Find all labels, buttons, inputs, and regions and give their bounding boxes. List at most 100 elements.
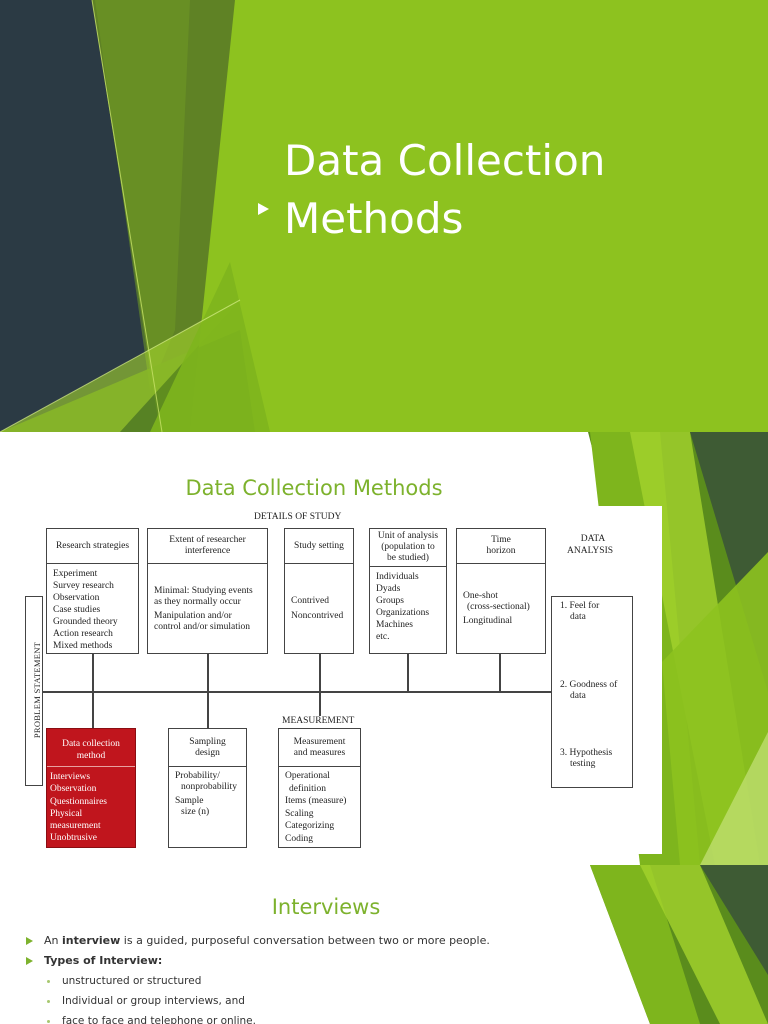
data-collection-method-list: Interviews Observation Questionnaires Ph… [47,767,135,845]
list-item: data [560,691,630,702]
list-item: Contrived [291,594,351,609]
header-line: horizon [486,546,515,557]
list-item: testing [560,759,630,770]
header-line: interference [185,546,230,557]
list-item: Individuals [376,571,444,583]
header-line: Sampling [189,737,225,748]
sub-bullet-text: Individual or group interviews, and [62,995,245,1007]
sampling-design-box: Sampling design Probability/ nonprobabil… [168,728,247,848]
bullet-text: An [44,934,62,947]
list-item: data [560,612,630,623]
header-line: design [195,748,220,759]
list-item: 3. Hypothesis [560,748,630,759]
interviews-body: An interview is a guided, purposeful con… [26,931,490,1024]
unit-of-analysis-list: Individuals Dyads Groups Organizations M… [376,571,444,643]
sub-bullet-item: Individual or group interviews, and [26,991,490,1011]
connector [92,692,94,728]
title-slide: Data Collection Methods [0,0,768,432]
list-item: Survey research [53,580,136,592]
header-line: Extent of researcher [169,535,245,546]
header-line: Data collection [62,739,120,749]
time-horizon-list: One-shot (cross-sectional) Longitudinal [463,591,543,627]
details-of-study-label: DETAILS OF STUDY [254,512,341,523]
list-item: Experiment [53,568,136,580]
list-item: (cross-sectional) [463,602,543,613]
interviews-title: Interviews [0,895,652,919]
sampling-design-list: Probability/ nonprobability Sample size … [175,771,244,818]
sub-bullet-item: face to face and telephone or online. [26,1011,490,1024]
list-item: as they normally occur [154,597,265,608]
bullet-dot-icon [47,1020,50,1023]
list-item: Machines [376,619,444,631]
data-collection-method-box: Data collection method Interviews Observ… [46,728,136,848]
header-line: Time [491,535,511,546]
research-design-figure: DETAILS OF STUDY PROBLEM STATEMENT Resea… [8,506,662,854]
slide-title-line2: Methods [284,190,744,248]
header-line: Measurement [294,737,346,748]
data-analysis-label-line2: ANALYSIS [567,546,613,557]
research-strategies-header: Research strategies [47,529,138,564]
sub-bullet-text: unstructured or structured [62,975,201,987]
list-item: Grounded theory [53,616,136,628]
list-item: definition [285,783,358,796]
researcher-interference-box: Extent of researcher interference Minima… [147,528,268,654]
list-item: Categorizing [285,820,358,833]
list-item: Groups [376,595,444,607]
list-item: Probability/ [175,771,244,782]
data-analysis-list: 1. Feel for data 2. Goodness of data 3. … [560,601,630,770]
list-item: Case studies [53,604,136,616]
interviews-slide: Interviews An interview is a guided, pur… [0,865,768,1024]
header-line: and measures [294,748,345,759]
unit-of-analysis-box: Unit of analysis (population to be studi… [369,528,447,654]
header-line: Unit of analysis [378,531,438,542]
bullet-bold-text: interview [62,934,120,947]
list-item: Mixed methods [53,640,136,652]
list-item: Scaling [285,808,358,821]
bullet-item: An interview is a guided, purposeful con… [26,931,490,951]
list-item: Operational [285,770,358,783]
list-item: 1. Feel for [560,601,630,612]
bullet-dot-icon [47,1000,50,1003]
researcher-interference-header: Extent of researcher interference [148,529,267,564]
measurement-list: Operational definition Items (measure) S… [285,770,358,845]
list-item: Items (measure) [285,795,358,808]
study-setting-list: Contrived Noncontrived [291,594,351,624]
time-horizon-box: Time horizon One-shot (cross-sectional) … [456,528,546,654]
connector [207,692,209,728]
connector [92,654,94,692]
connector [319,654,321,716]
sampling-design-header: Sampling design [169,729,246,767]
list-item: etc. [376,631,444,643]
data-collection-method-header: Data collection method [47,729,135,767]
slide-title-line1: Data Collection [284,132,744,190]
list-item: Sample [175,796,244,807]
list-item: One-shot [463,591,543,602]
time-horizon-header: Time horizon [457,529,545,564]
problem-statement-label: PROBLEM STATEMENT [32,595,42,785]
list-item: size (n) [175,807,244,818]
problem-statement-box: PROBLEM STATEMENT [25,596,43,786]
researcher-interference-list: Minimal: Studying events as they normall… [154,586,265,633]
list-item: Minimal: Studying events [154,586,265,597]
list-item: Longitudinal [463,616,543,627]
list-item: Coding [285,833,358,846]
header-line: (population to [381,542,435,553]
research-strategies-box: Research strategies Experiment Survey re… [46,528,139,654]
bullet-text: is a guided, purposeful conversation bet… [120,934,490,947]
list-item: Manipulation and/or [154,611,265,622]
data-analysis-label-line1: DATA [578,534,608,545]
slide-title: Data Collection Methods [284,132,744,248]
title-bullet-arrow-icon [258,203,269,215]
data-analysis-box: 1. Feel for data 2. Goodness of data 3. … [551,596,633,788]
study-setting-header: Study setting [285,529,353,564]
list-item: Observation [53,592,136,604]
measurement-label: MEASUREMENT [282,716,354,727]
sub-bullet-item: unstructured or structured [26,971,490,991]
bullet-arrow-icon [26,937,33,945]
list-item: Unobtrusive [50,832,135,844]
main-connector-line [43,691,553,693]
bullet-arrow-icon [26,957,33,965]
measurement-header: Measurement and measures [279,729,360,767]
sub-bullet-text: face to face and telephone or online. [62,1015,256,1024]
connector [407,654,409,692]
